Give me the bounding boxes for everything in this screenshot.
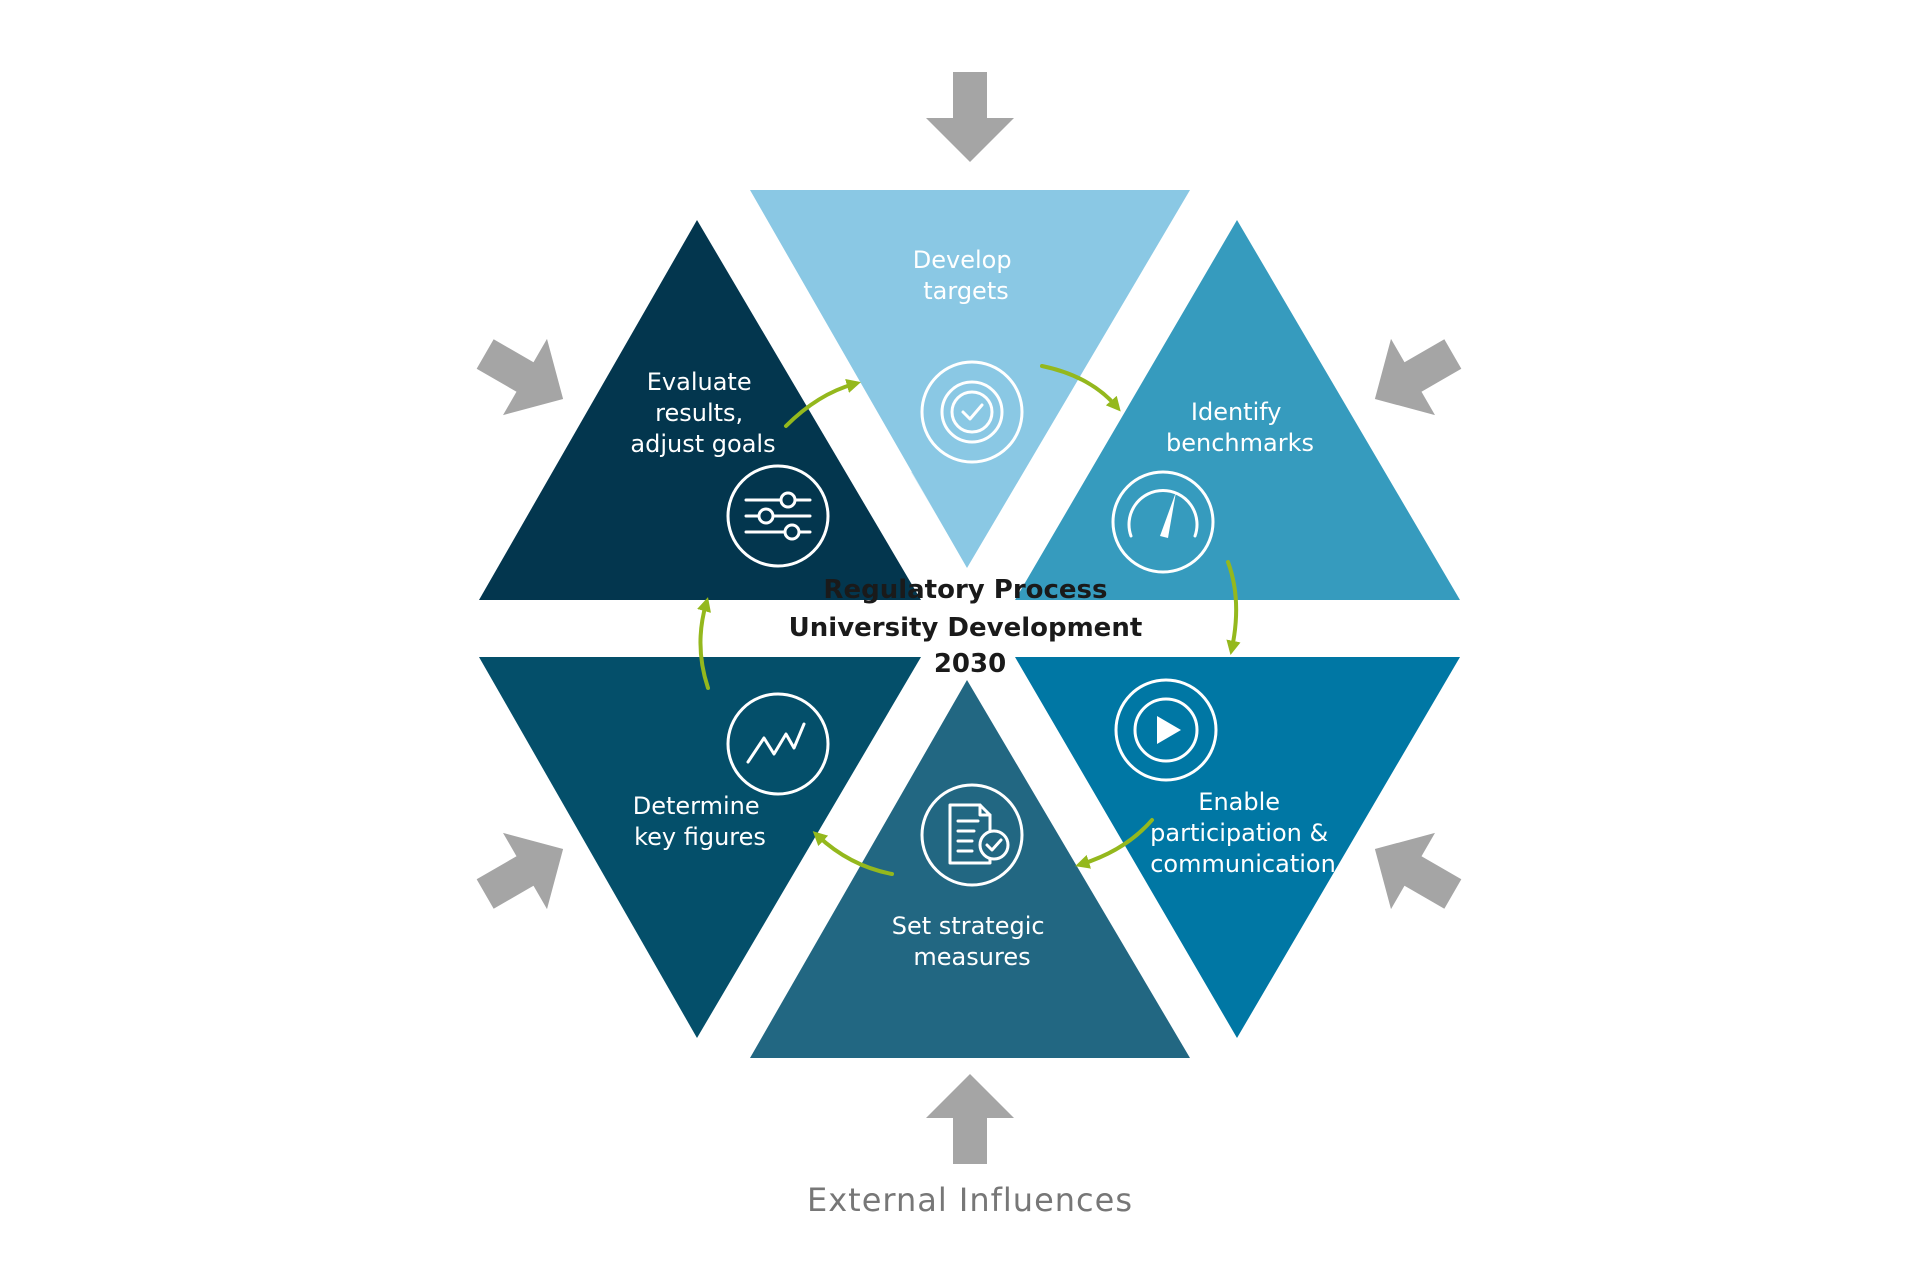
cycle-arrow-participation-to-measures	[1075, 818, 1154, 869]
label-enable-participation: Enable participation & communication	[1150, 788, 1336, 878]
external-arrows	[476, 72, 1462, 1164]
segment-determine-key-figures[interactable]	[479, 657, 921, 1038]
segment-labels: Develop targets Identify benchmarks Enab…	[630, 246, 1335, 971]
label-set-strategic-measures: Set strategic measures	[892, 912, 1052, 971]
external-arrow-bottom	[926, 1074, 1014, 1164]
label-identify-benchmarks: Identify benchmarks	[1166, 398, 1314, 457]
play-icon	[1114, 678, 1218, 782]
external-arrow-bottom-right	[1374, 832, 1462, 910]
label-evaluate-results: Evaluate results, adjust goals	[630, 368, 775, 458]
cycle-arrow-benchmarks-to-participation	[1226, 560, 1241, 656]
external-arrow-top	[926, 72, 1014, 162]
cycle-arrows	[697, 364, 1241, 876]
segment-evaluate-results[interactable]	[479, 220, 921, 600]
label-determine-key-figures: Determine key figures	[633, 792, 768, 851]
external-influences-label: External Influences	[807, 1181, 1133, 1219]
cycle-arrow-measures-to-keyfigures	[812, 831, 894, 876]
target-check-icon	[920, 360, 1024, 464]
segment-identify-benchmarks[interactable]	[1015, 220, 1460, 600]
external-arrow-bottom-left	[476, 832, 564, 910]
external-arrow-top-right	[1374, 338, 1462, 416]
chart-line-icon	[726, 692, 830, 796]
segments	[479, 190, 1460, 1058]
center-title: Regulatory Process University Developmen…	[789, 575, 1152, 679]
speedometer-icon	[1111, 470, 1215, 574]
segment-set-strategic-measures[interactable]	[750, 680, 1190, 1058]
segment-develop-targets[interactable]	[750, 190, 1190, 568]
cycle-arrow-develop-to-benchmarks	[1040, 364, 1121, 412]
document-check-icon	[920, 783, 1024, 887]
cycle-arrow-keyfigures-to-evaluate	[697, 597, 711, 690]
sliders-icon	[726, 464, 830, 568]
external-arrow-top-left	[476, 338, 564, 416]
label-develop-targets: Develop targets	[913, 246, 1019, 305]
segment-enable-participation[interactable]	[1015, 657, 1460, 1038]
cycle-arrow-evaluate-to-develop	[784, 378, 861, 428]
